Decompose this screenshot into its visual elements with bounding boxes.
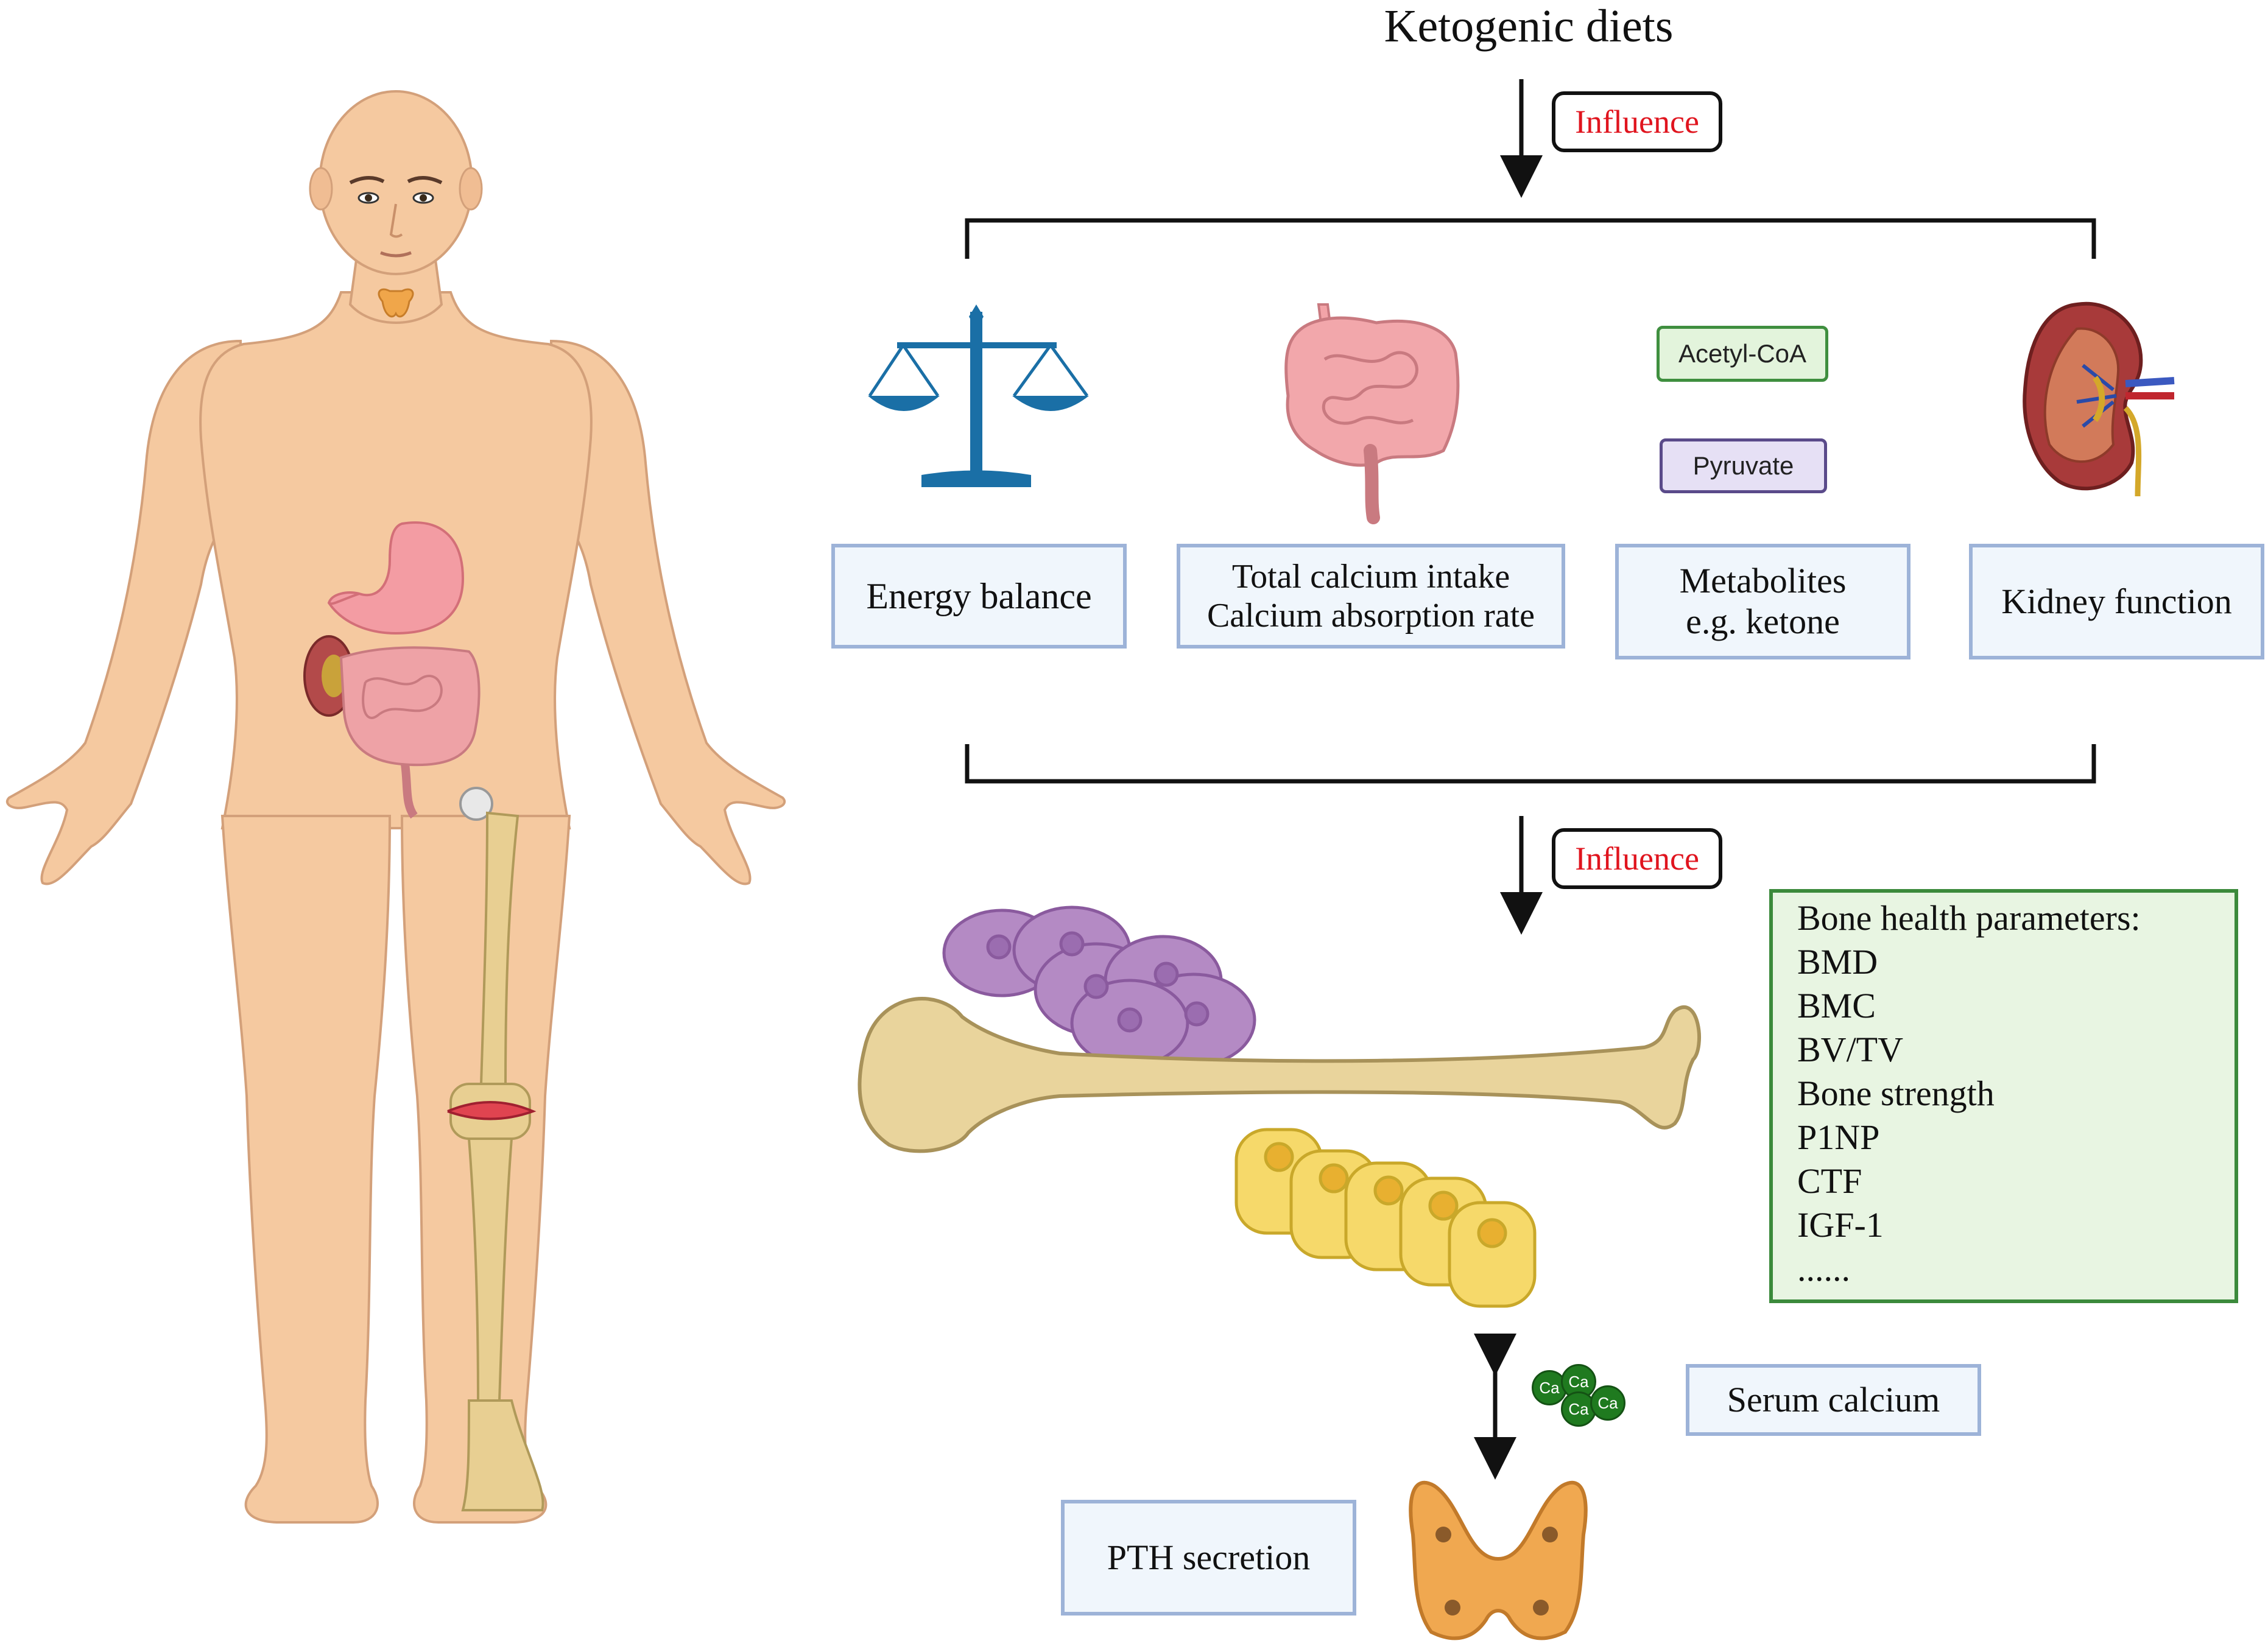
calcium-ion: Ca	[1532, 1370, 1567, 1405]
calcium-box: Total calcium intake Calcium absorption …	[1177, 544, 1565, 649]
metabolites-example-label: e.g. ketone	[1686, 602, 1840, 641]
bone-health-parameters-box: Bone health parameters: BMD BMC BV/TV Bo…	[1769, 889, 2238, 1303]
calcium-intake-label: Total calcium intake	[1231, 557, 1510, 596]
serum-calcium-label: Serum calcium	[1727, 1379, 1940, 1419]
long-bone	[858, 997, 1701, 1153]
bracket-bottom	[965, 744, 2096, 784]
pyruvate-badge: Pyruvate	[1660, 438, 1827, 493]
bone-param-item: BV/TV	[1797, 1030, 1903, 1069]
osteoclast-cells	[942, 905, 1256, 1067]
influence-label-top: Influence	[1552, 91, 1722, 152]
bone-param-item: BMD	[1797, 942, 1878, 982]
bone-param-item: CTF	[1797, 1161, 1862, 1201]
metabolites-label: Metabolites	[1679, 561, 1847, 601]
bone-param-item: P1NP	[1797, 1117, 1880, 1157]
serum-calcium-box: Serum calcium	[1686, 1364, 1981, 1436]
metabolites-box: Metabolites e.g. ketone	[1615, 544, 1911, 659]
calcium-ions-icon: Ca Ca Ca Ca	[1532, 1364, 1638, 1431]
osteoblast-cells	[1234, 1128, 1537, 1308]
influence-label-bottom: Influence	[1552, 828, 1722, 889]
intestine-icon	[1284, 303, 1460, 524]
energy-balance-box: Energy balance	[831, 544, 1127, 649]
energy-balance-label: Energy balance	[866, 575, 1092, 616]
acetyl-coa-badge: Acetyl-CoA	[1657, 326, 1828, 382]
bone-param-item: IGF-1	[1797, 1205, 1884, 1245]
bone-param-item: BMC	[1797, 986, 1876, 1025]
pth-secretion-label: PTH secretion	[1107, 1537, 1311, 1577]
kidney-function-box: Kidney function	[1969, 544, 2264, 659]
kidney-function-label: Kidney function	[2001, 581, 2232, 621]
parathyroid-gland-icon	[1409, 1480, 1588, 1640]
bone-param-item: ......	[1797, 1249, 1850, 1289]
pth-secretion-box: PTH secretion	[1061, 1500, 1356, 1616]
kidney-icon	[2023, 301, 2175, 497]
diagram-title: Ketogenic diets	[1384, 1, 1674, 52]
calcium-ion: Ca	[1590, 1385, 1625, 1421]
human-body-figure	[5, 90, 786, 1524]
calcium-absorption-label: Calcium absorption rate	[1206, 597, 1535, 635]
balance-scale-icon	[868, 304, 1089, 487]
bone-params-heading: Bone health parameters:	[1797, 898, 2141, 938]
bracket-top	[965, 218, 2096, 259]
bone-param-item: Bone strength	[1797, 1074, 1995, 1113]
